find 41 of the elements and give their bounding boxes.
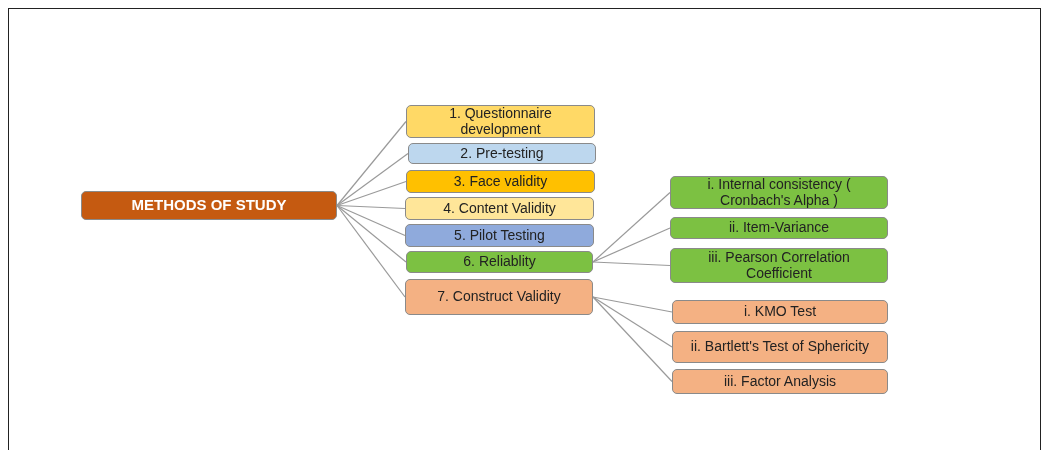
node-text: 5. Pilot Testing <box>454 227 545 244</box>
connector-line <box>336 120 407 207</box>
connector-line <box>336 204 406 237</box>
node-text: 3. Face validity <box>453 173 548 190</box>
node-text: 1. Questionnaire development <box>448 105 553 138</box>
node-text: ii. Item-Variance <box>728 220 830 236</box>
topic-box <box>406 170 595 193</box>
topic-box <box>672 369 888 394</box>
node-text: ii. Bartlett's Test of Sphericity <box>690 339 870 355</box>
topic-box <box>672 300 888 324</box>
node-text: iii. Pearson Correlation Coefficient <box>707 249 851 282</box>
topic-box <box>406 251 593 273</box>
node-text: METHODS OF STUDY <box>131 197 287 214</box>
topic-box <box>405 279 593 315</box>
connector-line <box>336 204 406 210</box>
node-text: 4. Content Validity <box>443 200 556 217</box>
connector-line <box>592 191 671 263</box>
connector-line <box>592 227 671 263</box>
connector-line <box>336 204 406 298</box>
node-text: iii. Factor Analysis <box>723 373 836 390</box>
topic-box <box>405 224 594 247</box>
node-text: 7. Construct Validity <box>437 289 561 305</box>
node-text: 6. Reliablity <box>463 254 536 270</box>
node-text: i. Internal consistency ( Cronbach's Alpha ) <box>706 176 852 209</box>
node-text: 2. Pre-testing <box>460 145 544 162</box>
connector-line <box>336 204 407 263</box>
connector-line <box>592 261 671 267</box>
topic-box <box>405 197 594 220</box>
topic-box <box>670 217 888 239</box>
topic-box <box>408 143 596 164</box>
connector-line <box>336 180 407 207</box>
connector-line <box>592 296 673 313</box>
connector-line <box>592 296 673 348</box>
topic-box <box>672 331 888 363</box>
topic-box <box>670 176 888 209</box>
connector-line <box>336 152 409 207</box>
connector-line <box>592 296 673 383</box>
root-box <box>81 191 337 220</box>
topic-box <box>670 248 888 283</box>
topic-box <box>406 105 595 138</box>
node-text: i. KMO Test <box>743 304 817 320</box>
